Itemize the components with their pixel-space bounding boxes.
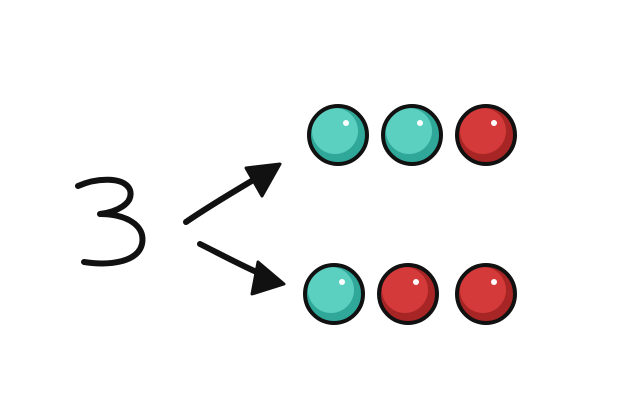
red-ball — [377, 263, 439, 325]
arrow-up-right — [183, 162, 282, 225]
ball-row-2 — [303, 263, 517, 325]
red-ball — [455, 104, 517, 166]
ball-row-1 — [307, 104, 517, 166]
red-ball — [455, 263, 517, 325]
arrow-down-right — [197, 241, 286, 296]
teal-ball — [307, 104, 369, 166]
teal-ball — [381, 104, 443, 166]
number-three — [75, 176, 146, 267]
balls-layer — [303, 104, 517, 325]
teal-ball — [303, 263, 365, 325]
